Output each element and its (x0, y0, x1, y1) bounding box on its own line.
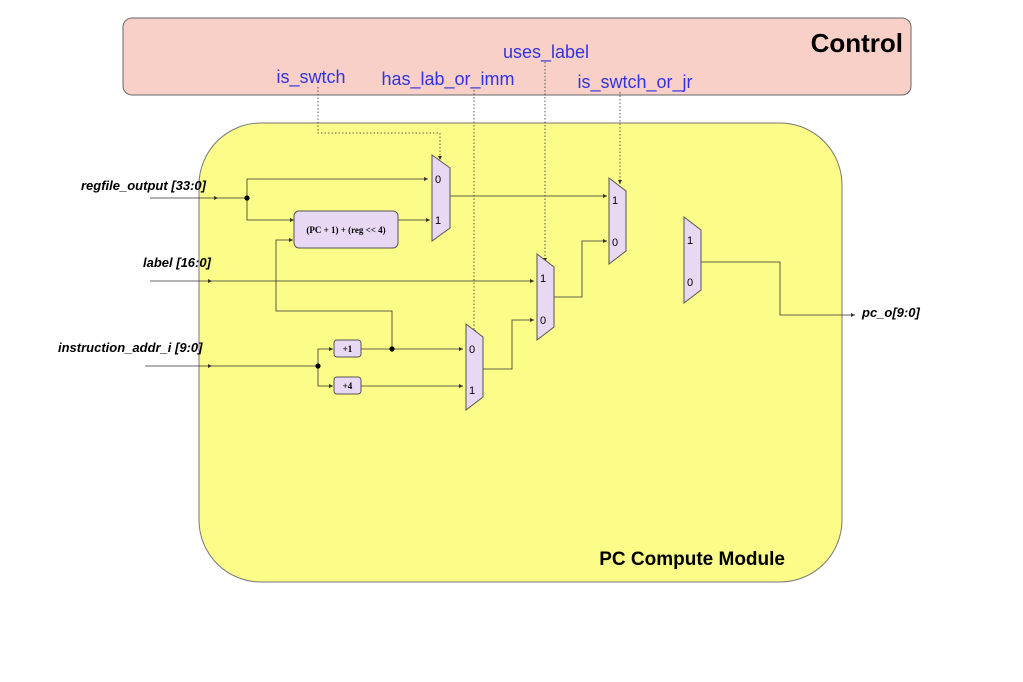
svg-text:0: 0 (540, 315, 546, 327)
svg-text:1: 1 (612, 195, 618, 207)
mux-has-lab-or-imm: 0 1 (465, 322, 484, 412)
pc-o-wire (701, 261, 855, 317)
input-instruction-addr: instruction_addr_i [9:0] (58, 340, 203, 355)
input-regfile-output: regfile_output [33:0] (81, 178, 207, 193)
control-lines (317, 62, 622, 334)
mux-output: 1 0 (683, 215, 702, 305)
svg-text:+1: +1 (343, 344, 353, 354)
module-title: PC Compute Module (599, 549, 785, 570)
plus1-block: +1 (333, 339, 362, 358)
svg-text:1: 1 (435, 215, 441, 227)
svg-text:1: 1 (540, 273, 546, 285)
output-pc-o: pc_o[9:0] (861, 305, 920, 320)
svg-text:0: 0 (687, 277, 693, 289)
junctions (244, 195, 395, 369)
signal-is-swtch-or-jr: is_swtch_or_jr (577, 72, 692, 93)
wires (145, 177, 855, 388)
svg-text:0: 0 (435, 174, 441, 186)
control-title: Control (811, 28, 903, 58)
svg-text:1: 1 (687, 235, 693, 247)
svg-text:(PC + 1) + (reg << 4): (PC + 1) + (reg << 4) (306, 225, 385, 235)
mux-is-swtch-or-jr: 1 0 (608, 176, 627, 266)
control-box (122, 17, 912, 96)
mux-is-swtch: 0 1 (431, 154, 451, 242)
input-label: label [16:0] (143, 255, 212, 270)
signal-is-swtch: is_swtch (276, 67, 345, 88)
plus4-block: +4 (333, 376, 362, 395)
svg-text:+4: +4 (343, 381, 353, 391)
signal-has-lab-or-imm: has_lab_or_imm (381, 69, 514, 90)
svg-text:0: 0 (612, 237, 618, 249)
mux-uses-label: 1 0 (536, 252, 555, 342)
pc-compute-module-box (198, 122, 843, 583)
pc-plus-reg-block: (PC + 1) + (reg << 4) (293, 210, 399, 249)
svg-text:0: 0 (469, 344, 475, 356)
signal-uses-label: uses_label (503, 42, 589, 63)
svg-text:1: 1 (469, 385, 475, 397)
